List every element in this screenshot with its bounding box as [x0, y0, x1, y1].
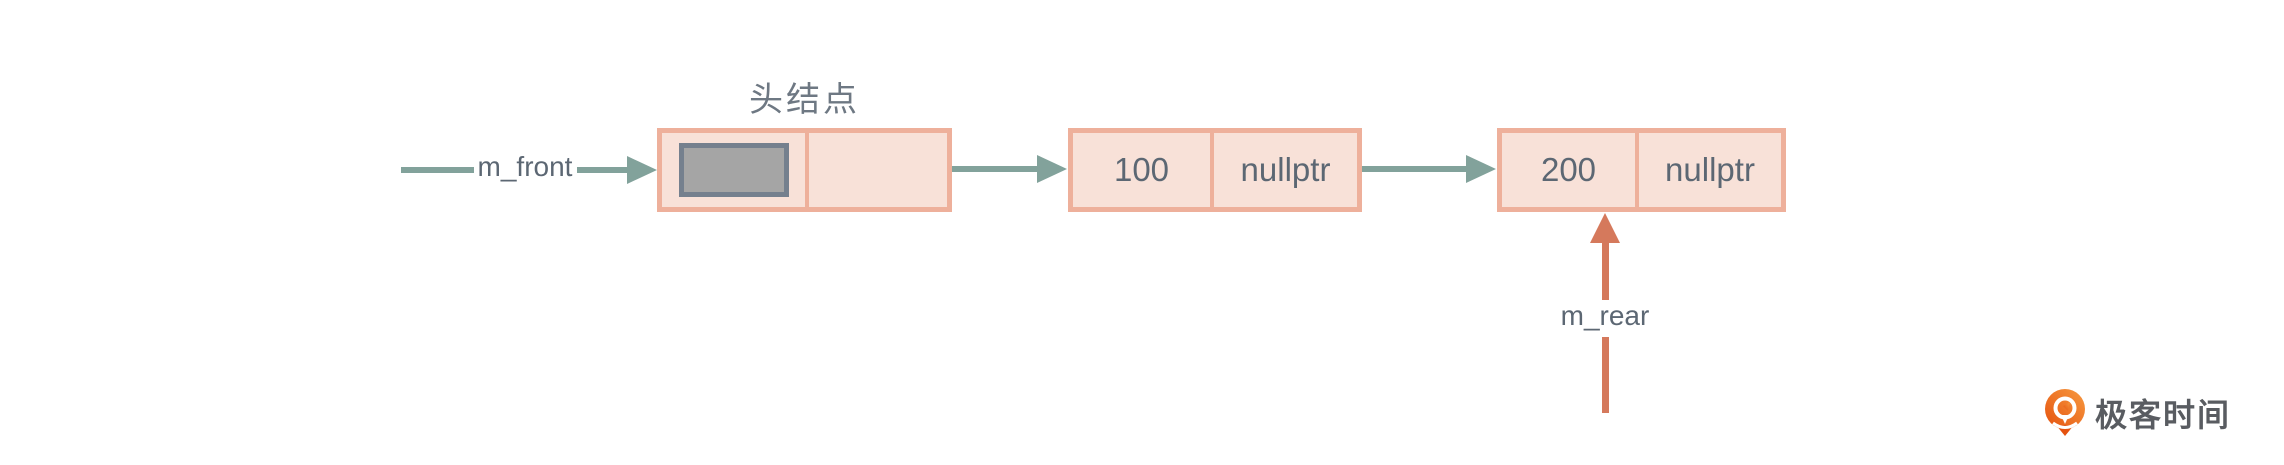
m-front-arrowhead-icon	[627, 156, 657, 184]
m-rear-label: m_rear	[1560, 300, 1650, 331]
geektime-logo-text: 极客时间	[2095, 397, 2232, 433]
head-node-next-cell	[809, 133, 947, 207]
head-node-box	[657, 128, 952, 212]
node-200-next-cell: nullptr	[1665, 151, 1755, 188]
node-200-data-cell: 200	[1502, 133, 1639, 207]
geektime-logo: 极客时间	[2044, 389, 2231, 437]
m-front-line-right	[577, 167, 627, 173]
head-node-placeholder-rect	[678, 143, 789, 197]
node-200-box: 200 nullptr	[1497, 128, 1786, 212]
node-100-next-cell: nullptr	[1240, 151, 1331, 188]
geektime-pin-icon	[2044, 389, 2086, 437]
m-front-line-left	[401, 167, 474, 173]
link-100-to-200-arrowhead-icon	[1466, 155, 1496, 183]
m-rear-line-top	[1602, 243, 1609, 300]
node-100-data-cell: 100	[1073, 133, 1214, 207]
m-front-label: m_front	[477, 151, 573, 182]
link-head-to-100-line	[952, 166, 1037, 172]
head-node-data-cell	[662, 133, 809, 207]
link-head-to-100-arrowhead-icon	[1037, 155, 1067, 183]
m-rear-arrowhead-icon	[1590, 213, 1620, 243]
head-node-label: 头结点	[749, 81, 860, 119]
m-rear-line-bottom	[1602, 337, 1609, 413]
link-100-to-200-line	[1362, 166, 1466, 172]
node-100-box: 100 nullptr	[1068, 128, 1362, 212]
